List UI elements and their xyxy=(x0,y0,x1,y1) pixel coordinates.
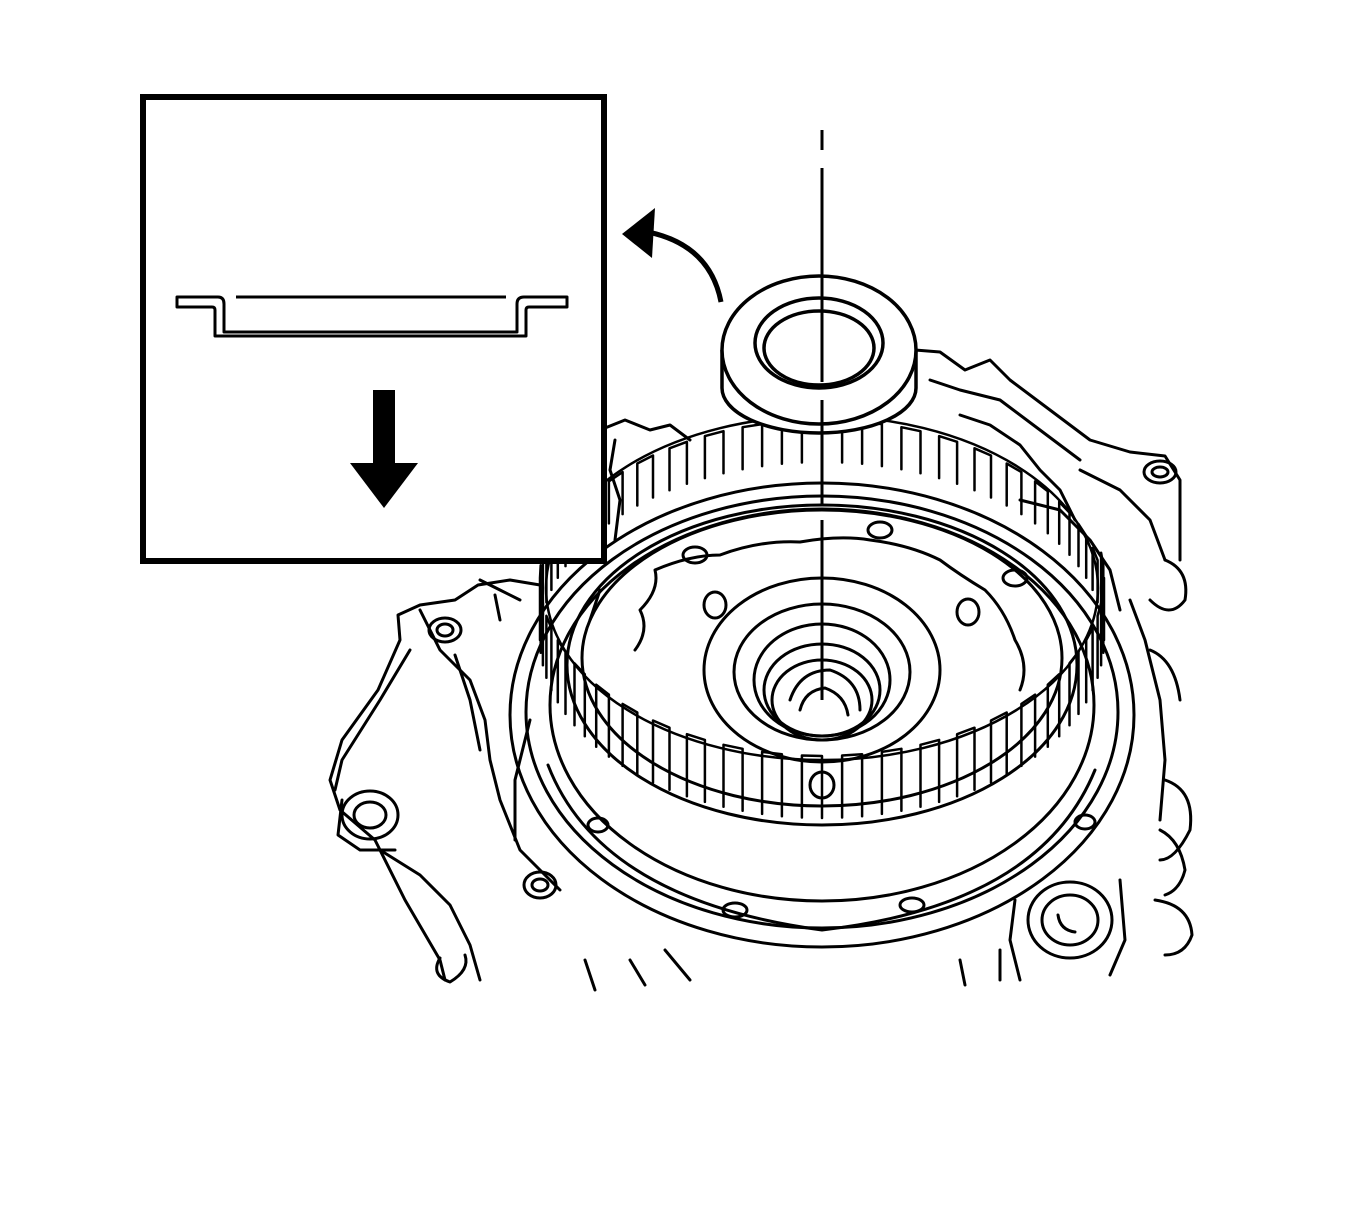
curved-callout-arrow xyxy=(622,208,724,303)
spline-tooth xyxy=(538,564,542,642)
spline-tooth xyxy=(607,470,624,525)
spline-tooth xyxy=(685,732,707,804)
spline-tooth xyxy=(651,719,671,791)
spline-tooth xyxy=(621,702,639,776)
transmission-case xyxy=(328,348,1194,992)
spline-tooth xyxy=(545,614,553,692)
spline-tooth xyxy=(1020,693,1037,768)
spline-tooth xyxy=(989,711,1008,784)
spline-tooth xyxy=(919,738,941,809)
spline-tooth xyxy=(973,447,993,499)
washer-orientation-inset xyxy=(140,94,607,564)
spline-tooth xyxy=(1005,462,1023,516)
spline-tooth xyxy=(760,750,784,818)
spline-tooth xyxy=(668,440,689,492)
spline-tooth xyxy=(1033,480,1050,535)
washer-cross-section xyxy=(175,295,569,338)
down-arrow-icon xyxy=(350,390,418,508)
spline-tooth xyxy=(636,454,655,507)
spline-tooth xyxy=(594,683,611,758)
spline-tooth xyxy=(880,747,903,816)
spline-tooth xyxy=(741,422,764,471)
spline-tooth xyxy=(840,752,864,819)
thrust-washer xyxy=(720,274,918,435)
spline-tooth xyxy=(1096,602,1103,680)
spline-tooth xyxy=(800,754,824,820)
spline-tooth xyxy=(900,425,922,475)
spline-tooth xyxy=(703,429,725,480)
spline-tooth xyxy=(1084,626,1094,704)
spline-tooth xyxy=(1099,551,1105,629)
spline-tooth xyxy=(955,726,976,798)
spline-tooth xyxy=(937,434,959,486)
spline-tooth xyxy=(1046,672,1061,748)
spline-tooth xyxy=(722,743,744,813)
clutch-drum-splines xyxy=(538,414,1106,820)
